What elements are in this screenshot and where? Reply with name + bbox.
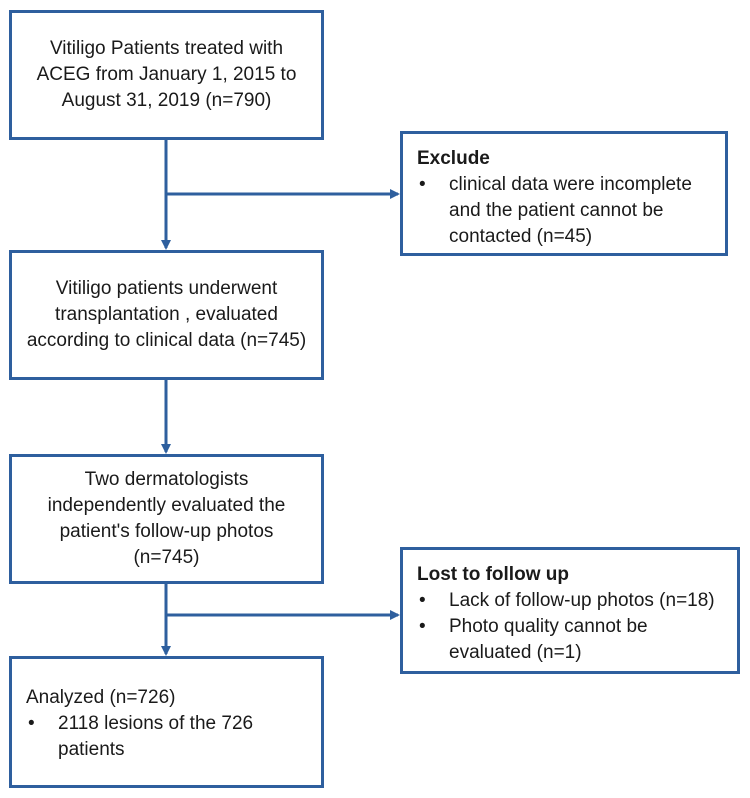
list-item: • 2118 lesions of the 726 patients — [26, 711, 321, 763]
box-lost: Lost to follow up • Lack of follow-up ph… — [400, 547, 740, 674]
box-analyzed-item: 2118 lesions of the 726 patients — [58, 713, 254, 760]
bullet: • — [28, 713, 35, 734]
list-item: • Photo quality cannot be evaluated (n=1… — [417, 614, 727, 666]
box-lost-item: Lack of follow-up photos (n=18) — [449, 590, 715, 611]
box-dermatologists-text: Two dermatologists independently evaluat… — [47, 469, 286, 568]
bullet: • — [419, 590, 426, 611]
box-start-text: Vitiligo Patients treated with ACEG from… — [36, 38, 297, 111]
box-exclude-heading: Exclude — [417, 148, 490, 169]
box-lost-item: Photo quality cannot be evaluated (n=1) — [449, 616, 648, 663]
box-transplant: Vitiligo patients underwent transplantat… — [9, 250, 324, 380]
box-start: Vitiligo Patients treated with ACEG from… — [9, 10, 324, 140]
box-analyzed: Analyzed (n=726) • 2118 lesions of the 7… — [9, 656, 324, 788]
box-exclude-item: clinical data were incomplete and the pa… — [449, 174, 692, 247]
list-item: • Lack of follow-up photos (n=18) — [417, 588, 727, 614]
bullet: • — [419, 616, 426, 637]
box-lost-heading: Lost to follow up — [417, 564, 569, 585]
box-analyzed-heading: Analyzed (n=726) — [26, 687, 176, 708]
box-transplant-text: Vitiligo patients underwent transplantat… — [26, 278, 307, 351]
bullet: • — [419, 174, 426, 195]
list-item: • clinical data were incomplete and the … — [417, 172, 715, 250]
box-exclude: Exclude • clinical data were incomplete … — [400, 131, 728, 256]
box-dermatologists: Two dermatologists independently evaluat… — [9, 454, 324, 584]
